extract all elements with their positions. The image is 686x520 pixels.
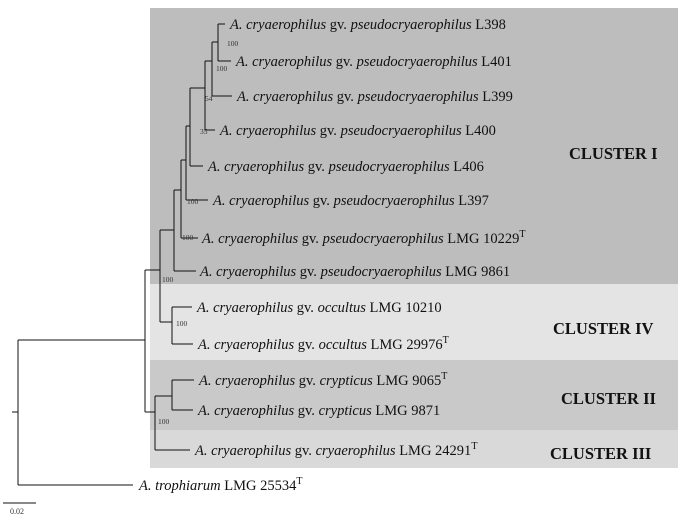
leaf-label-l397: A. cryaerophilus gv. pseudocryaerophilus…	[212, 193, 489, 209]
leaf-label-lmg24291: A. cryaerophilus gv. cryaerophilus LMG 2…	[194, 441, 477, 459]
tree-branches	[12, 23, 232, 486]
leaf-label-l406: A. cryaerophilus gv. pseudocryaerophilus…	[207, 159, 484, 175]
leaf-label-lmg29976: A. cryaerophilus gv. occultus LMG 29976T	[197, 335, 449, 353]
scale-bar-label: 0.02	[10, 507, 24, 516]
leaf-label-lmg9065: A. cryaerophilus gv. crypticus LMG 9065T	[198, 371, 447, 389]
cluster-iv-region	[150, 284, 678, 360]
leaf-label-l398: A. cryaerophilus gv. pseudocryaerophilus…	[229, 17, 506, 33]
bootstrap-value: 35	[200, 127, 208, 136]
cluster-labels: CLUSTER I CLUSTER IV CLUSTER II CLUSTER …	[550, 144, 658, 463]
leaf-label-lmg9861: A. cryaerophilus gv. pseudocryaerophilus…	[199, 264, 510, 280]
leaf-label-lmg25534: A. trophiarum LMG 25534T	[138, 476, 302, 494]
leaf-label-l401: A. cryaerophilus gv. pseudocryaerophilus…	[235, 54, 512, 70]
leaf-label-lmg9871: A. cryaerophilus gv. crypticus LMG 9871	[197, 403, 440, 419]
cluster-iii-label: CLUSTER III	[550, 444, 651, 463]
leaf-label-l400: A. cryaerophilus gv. pseudocryaerophilus…	[219, 123, 496, 139]
bootstrap-value: 100	[162, 275, 174, 284]
leaf-label-l399: A. cryaerophilus gv. pseudocryaerophilus…	[236, 89, 513, 105]
bootstrap-value: 100	[187, 197, 199, 206]
bootstrap-values: 100 100 54 35 100 100 100 100 100	[158, 39, 239, 426]
bootstrap-value: 100	[176, 319, 188, 328]
cluster-ii-region	[150, 360, 678, 430]
bootstrap-value: 54	[205, 94, 213, 103]
cluster-i-region	[150, 8, 678, 284]
scale-bar: 0.02	[3, 502, 36, 516]
cluster-i-label: CLUSTER I	[569, 144, 658, 163]
cluster-iv-label: CLUSTER IV	[553, 319, 653, 338]
bootstrap-value: 100	[158, 417, 170, 426]
leaf-label-lmg10210: A. cryaerophilus gv. occultus LMG 10210	[196, 300, 442, 316]
leaf-labels: A. cryaerophilus gv. pseudocryaerophilus…	[138, 17, 526, 494]
leaf-label-lmg10229: A. cryaerophilus gv. pseudocryaerophilus…	[201, 229, 526, 247]
bootstrap-value: 100	[227, 39, 239, 48]
cluster-iii-region	[150, 430, 678, 468]
bootstrap-value: 100	[182, 233, 194, 242]
cluster-ii-label: CLUSTER II	[561, 389, 656, 408]
bootstrap-value: 100	[216, 64, 228, 73]
